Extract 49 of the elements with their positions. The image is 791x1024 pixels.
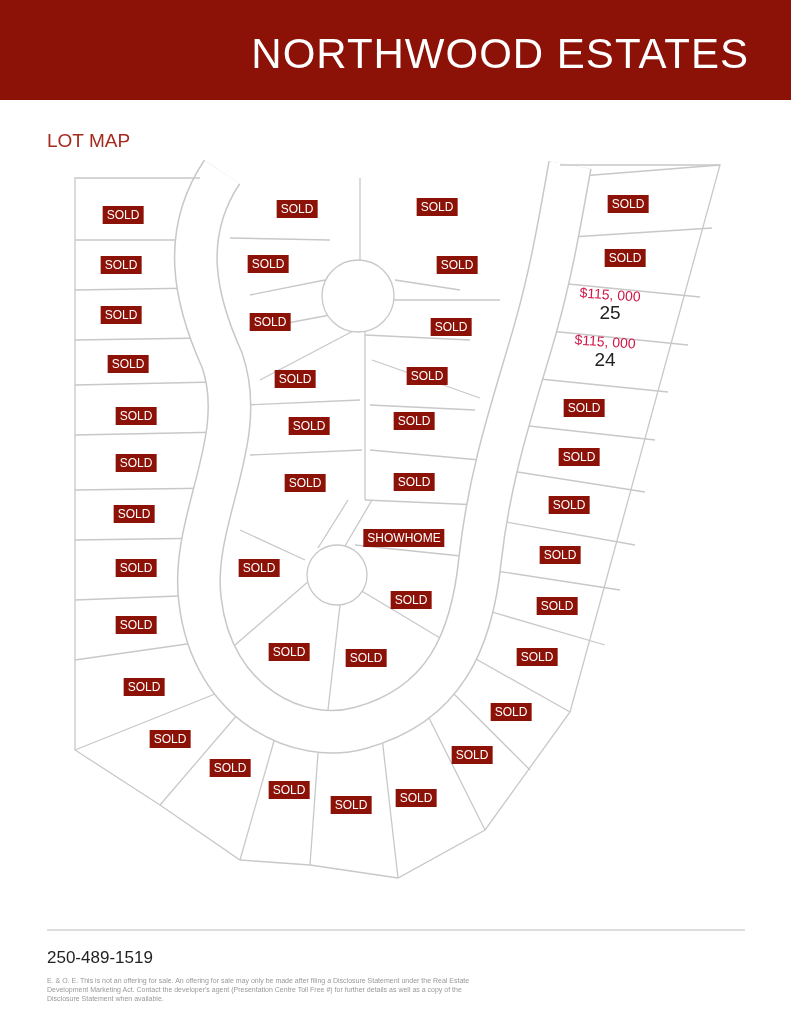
sold-tag: SOLD xyxy=(102,206,144,224)
sold-tag: SOLD xyxy=(249,313,291,331)
sold-tag: SOLD xyxy=(276,200,318,218)
sold-tag: SOLD xyxy=(539,546,581,564)
sold-tag: SOLD xyxy=(113,505,155,523)
sold-tag: SOLD xyxy=(238,559,280,577)
price-text: $115, 000 xyxy=(578,285,642,305)
sold-tag: SOLD xyxy=(416,198,458,216)
sold-tag: SOLD xyxy=(393,412,435,430)
lot-number: 25 xyxy=(599,302,621,323)
sold-tag: SOLD xyxy=(548,496,590,514)
sold-tag: SOLD xyxy=(436,256,478,274)
sold-tag: SOLD xyxy=(115,454,157,472)
sold-tag: SOLD xyxy=(115,616,157,634)
price-text: $115, 000 xyxy=(573,332,637,352)
sold-tag: SOLD xyxy=(268,781,310,799)
sold-tag: SOLD xyxy=(395,789,437,807)
sold-tag: SOLD xyxy=(604,249,646,267)
sold-tag: SOLD xyxy=(558,448,600,466)
sold-tag: SOLD xyxy=(536,597,578,615)
sold-tag: SOLD xyxy=(149,730,191,748)
sold-tag: SOLD xyxy=(490,703,532,721)
sold-tag: SOLD xyxy=(607,195,649,213)
sold-tag: SOLD xyxy=(330,796,372,814)
sold-tag: SOLD xyxy=(274,370,316,388)
sold-tag: SOLD xyxy=(516,648,558,666)
phone-number: 250-489-1519 xyxy=(47,948,153,968)
sold-tag: SOLD xyxy=(100,306,142,324)
sold-tag: SOLD xyxy=(563,399,605,417)
sold-tag: SOLD xyxy=(393,473,435,491)
sold-tag: SOLD xyxy=(115,407,157,425)
sold-tag: SOLD xyxy=(390,591,432,609)
lot-number: 24 xyxy=(594,349,616,370)
sold-tag: SOLD xyxy=(209,759,251,777)
sold-tag: SOLD xyxy=(345,649,387,667)
sold-tag: SOLD xyxy=(247,255,289,273)
sold-tag: SOLD xyxy=(406,367,448,385)
page-title: NORTHWOOD ESTATES xyxy=(251,30,749,78)
section-heading: LOT MAP xyxy=(47,130,131,152)
sold-tag: SOLD xyxy=(268,643,310,661)
sold-tag: SHOWHOME xyxy=(363,529,445,547)
sold-tag: SOLD xyxy=(107,355,149,373)
sold-tag: SOLD xyxy=(288,417,330,435)
sold-tag: SOLD xyxy=(100,256,142,274)
sold-tag: SOLD xyxy=(451,746,493,764)
sold-tag: SOLD xyxy=(430,318,472,336)
sold-tag: SOLD xyxy=(123,678,165,696)
sold-tag: SOLD xyxy=(115,559,157,577)
sold-tag: SOLD xyxy=(284,474,326,492)
